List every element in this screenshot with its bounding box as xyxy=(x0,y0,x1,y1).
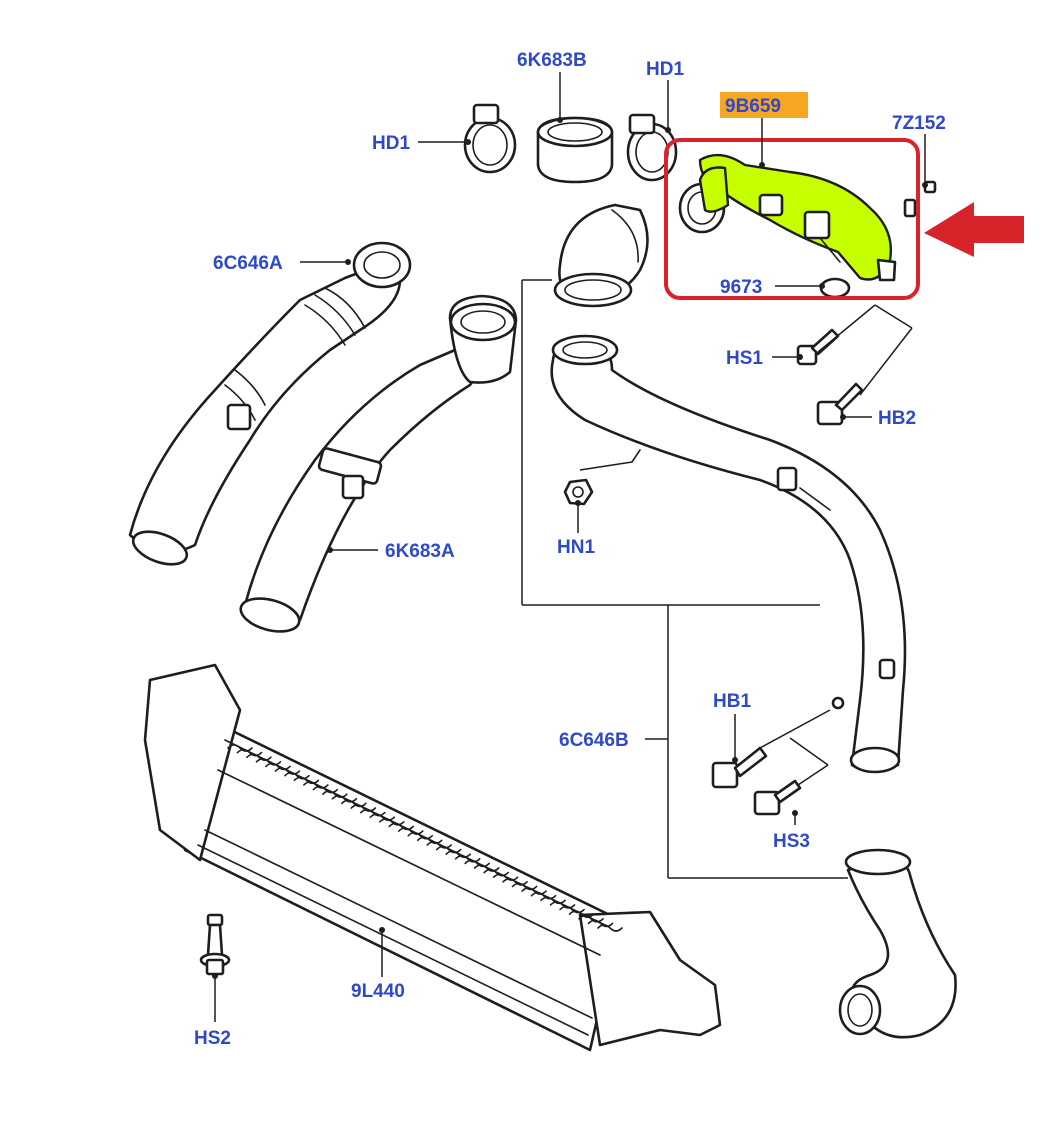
fin-mark xyxy=(578,914,604,923)
fin-mark xyxy=(445,850,472,858)
label-6c646a: 6C646A xyxy=(213,253,283,274)
fin-mark xyxy=(587,919,614,928)
label-7z152: 7Z152 xyxy=(892,113,946,134)
fin-mark xyxy=(322,790,348,798)
fin-mark xyxy=(397,827,424,835)
label-hb1: HB1 xyxy=(713,691,751,712)
fin-mark xyxy=(435,845,462,854)
bolt-hb2 xyxy=(816,382,864,426)
bolt-hs3 xyxy=(753,779,802,816)
fin-mark xyxy=(530,891,557,900)
fin-mark xyxy=(511,882,538,891)
fin-mark xyxy=(236,748,263,757)
fin-mark xyxy=(483,868,509,877)
hose-clamp-hd1-left xyxy=(463,103,517,174)
nut-hn1 xyxy=(563,478,594,506)
highlight-arrow-icon xyxy=(924,202,1024,257)
intake-pipe-6c646a xyxy=(128,241,412,566)
fin-mark xyxy=(568,910,595,918)
fin-mark xyxy=(303,781,329,789)
fin-mark xyxy=(341,799,367,808)
fin-mark xyxy=(378,818,405,826)
bolt-hs2 xyxy=(199,913,231,976)
fin-mark xyxy=(416,836,443,845)
fin-mark xyxy=(284,771,310,780)
fin-mark xyxy=(265,762,291,771)
leader-lines xyxy=(212,72,928,1022)
label-hn1: HN1 xyxy=(557,537,595,558)
elbow-hose-upper xyxy=(553,203,649,308)
label-6k683a: 6K683A xyxy=(385,541,455,562)
label-9b659: 9B659 xyxy=(725,96,781,117)
fin-mark xyxy=(360,808,386,817)
fin-mark xyxy=(473,864,500,872)
fin-mark xyxy=(597,924,623,932)
fin-mark xyxy=(454,854,481,863)
label-6c646b: 6C646B xyxy=(559,730,629,751)
fin-mark xyxy=(549,901,576,909)
label-hd1-right: HD1 xyxy=(646,59,684,80)
fin-mark xyxy=(293,776,320,785)
fin-mark xyxy=(426,841,453,849)
fin-mark xyxy=(312,785,339,794)
fin-mark xyxy=(331,794,358,803)
bolt-hb1 xyxy=(711,746,768,789)
label-hb2: HB2 xyxy=(878,408,916,429)
label-hs1: HS1 xyxy=(726,348,763,369)
fin-mark xyxy=(492,873,519,882)
fin-mark xyxy=(255,758,282,766)
bolt-hs1 xyxy=(796,328,840,366)
intercooler-fins xyxy=(227,744,623,932)
elbow-hose-lower xyxy=(838,848,957,1039)
fin-mark xyxy=(350,804,377,812)
fin-mark xyxy=(227,744,253,752)
fin-mark xyxy=(502,878,528,886)
fin-mark xyxy=(521,887,547,895)
fin-mark xyxy=(388,822,415,831)
label-9b659-background xyxy=(720,92,808,118)
fin-mark xyxy=(274,767,301,775)
highlighted-part-9b659 xyxy=(678,153,937,299)
charge-pipe-6c646b xyxy=(550,334,907,774)
highlight-box xyxy=(664,138,920,300)
label-9673: 9673 xyxy=(720,277,762,298)
label-9l440: 9L440 xyxy=(351,981,405,1002)
label-hs3: HS3 xyxy=(773,831,810,852)
intercooler-9l440 xyxy=(143,663,722,1052)
intake-pipe-6k683a xyxy=(239,294,518,633)
fin-mark xyxy=(246,753,272,762)
fin-mark xyxy=(369,813,396,822)
fin-mark xyxy=(559,905,585,914)
coupler-6k683b xyxy=(536,116,614,184)
label-hs2: HS2 xyxy=(194,1028,231,1049)
label-hd1-left: HD1 xyxy=(372,133,410,154)
fin-mark xyxy=(464,859,490,868)
label-6k683b: 6K683B xyxy=(517,50,587,71)
fin-mark xyxy=(407,831,434,840)
fin-mark xyxy=(540,896,566,905)
